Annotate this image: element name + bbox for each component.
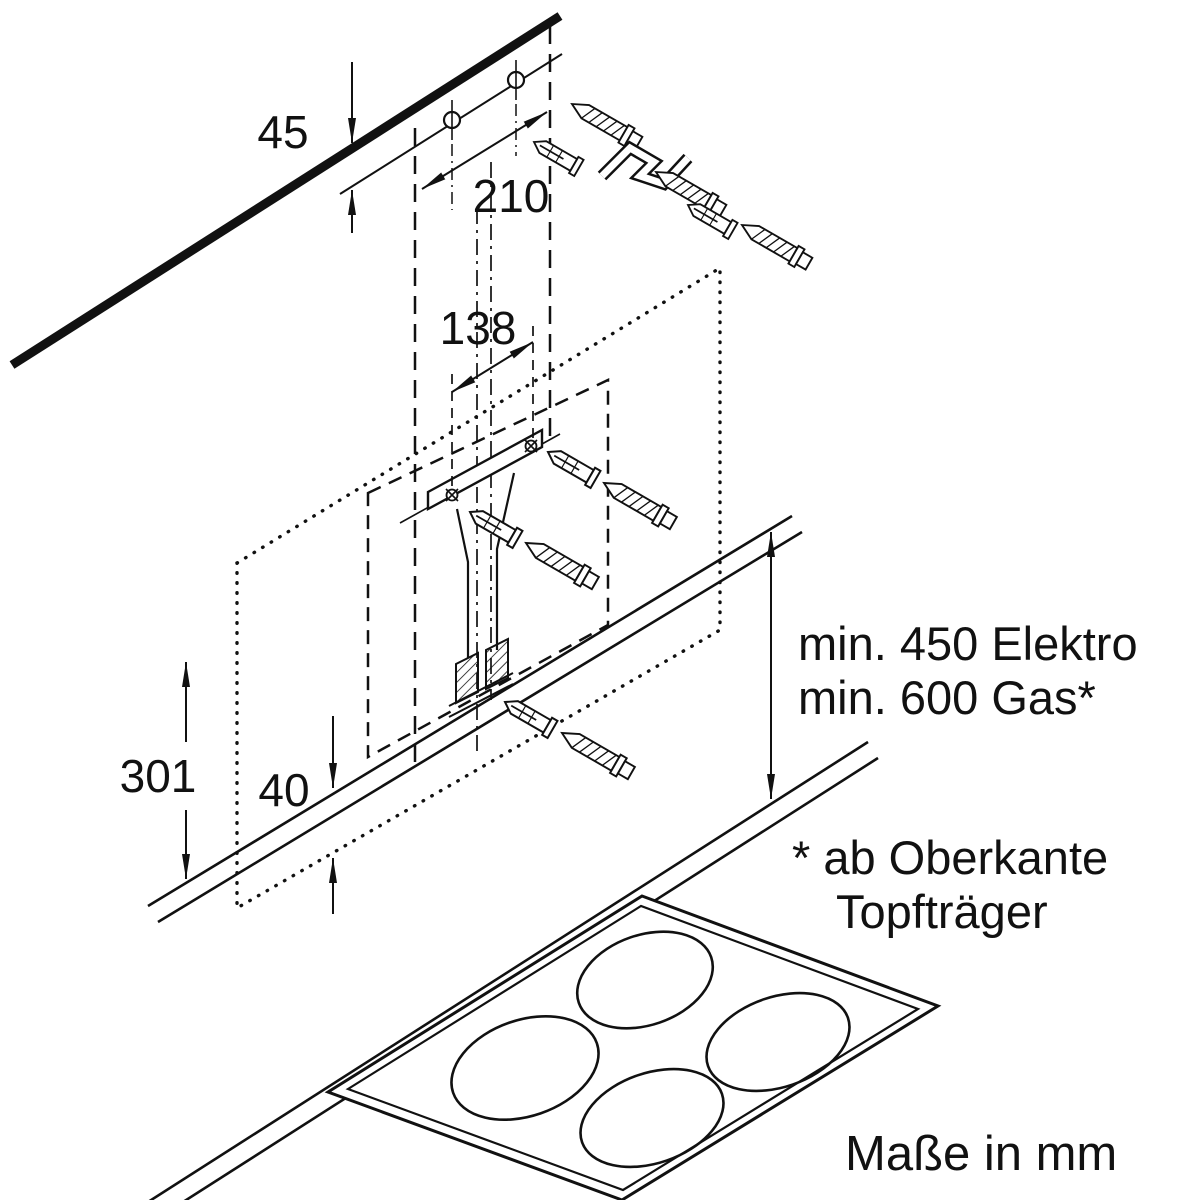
burner-bottom	[579, 1067, 725, 1169]
dim-210-label: 210	[473, 170, 550, 222]
burner-top	[575, 930, 715, 1030]
burner-left	[450, 1015, 600, 1121]
cooktop-outer-edge	[324, 894, 942, 1200]
hole-cross-left	[445, 488, 459, 502]
screw-icon	[519, 532, 602, 594]
hood-body-outline-dashed	[366, 378, 610, 760]
dim-40-label: 40	[258, 764, 309, 816]
clearance-gas-label: min. 600 Gas*	[798, 671, 1096, 724]
screw-icon	[597, 472, 680, 534]
screw-icon	[735, 215, 816, 274]
clearance-electric-label: min. 450 Elektro	[798, 617, 1138, 670]
cooktop-inner-edge	[345, 904, 921, 1192]
mounting-bracket	[399, 427, 561, 718]
units-note: Maße in mm	[845, 1127, 1117, 1181]
screw-icon	[649, 162, 730, 221]
footnote-line1: * ab Oberkante	[792, 831, 1108, 884]
chimney-centerlines	[413, 26, 552, 772]
screw-icon	[555, 722, 638, 784]
cooktop	[324, 894, 942, 1200]
drill-hole-2	[506, 60, 526, 156]
burner-right	[705, 991, 851, 1093]
footnote-line2: Topfträger	[836, 885, 1048, 938]
wall-anchor-icon	[542, 442, 602, 490]
wall-anchor-icon	[499, 692, 559, 740]
hood-mount-tab-right	[485, 637, 509, 691]
dim-45-label: 45	[257, 106, 308, 158]
fastener-set-bottom	[499, 692, 638, 784]
hood-back-outline-dotted	[235, 264, 722, 911]
dim-301-label: 301	[120, 750, 197, 802]
hood-mount-tab-left	[455, 651, 479, 705]
dim-138-label: 138	[440, 302, 517, 354]
dim-138-arrows	[451, 322, 534, 486]
fastener-set-top	[528, 94, 816, 274]
drill-hole-1	[442, 100, 462, 210]
ceiling-line	[9, 12, 563, 369]
wall-anchor-icon	[464, 502, 524, 550]
dim-210-arrows	[421, 111, 548, 190]
bracket-funnel	[455, 472, 516, 658]
hole-cross-right	[524, 439, 538, 453]
